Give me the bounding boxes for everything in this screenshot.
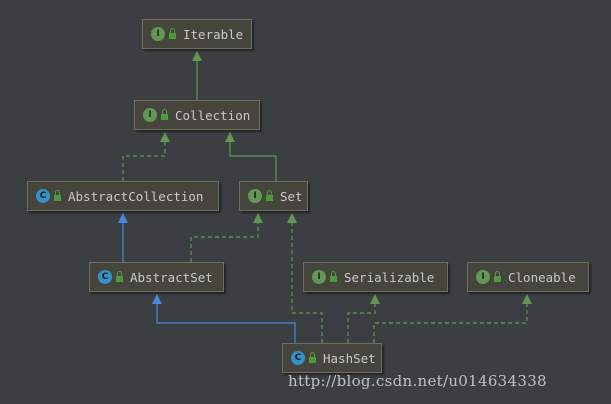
watermark: http://blog.csdn.net/u014634338 xyxy=(288,372,547,390)
interface-icon: I xyxy=(476,270,490,284)
arrowhead xyxy=(522,294,532,304)
interface-icon: I xyxy=(143,108,157,122)
interface-icon: I xyxy=(248,189,262,203)
public-lock-icon xyxy=(330,271,337,282)
edge-hash-set-to-cloneable xyxy=(373,294,532,343)
node-serializable[interactable]: I Serializable xyxy=(303,262,448,292)
public-lock-icon xyxy=(116,271,123,282)
public-lock-icon xyxy=(161,109,168,120)
node-iterable[interactable]: I Iterable xyxy=(142,19,252,49)
public-lock-icon xyxy=(494,271,501,282)
edge-hash-set-to-set xyxy=(287,213,323,343)
node-cloneable[interactable]: I Cloneable xyxy=(467,262,589,292)
arrowhead xyxy=(370,294,380,304)
public-lock-icon xyxy=(169,28,176,39)
node-label: Serializable xyxy=(344,269,435,285)
edge-abstract-set-to-abstract-collection xyxy=(118,213,128,262)
public-lock-icon xyxy=(266,190,273,201)
arrowhead xyxy=(253,213,263,223)
arrowhead xyxy=(192,51,202,61)
edge-hash-set-to-serializable xyxy=(347,294,380,343)
node-label: HashSet xyxy=(323,350,376,366)
node-abstract-set[interactable]: C AbstractSet xyxy=(89,262,224,292)
arrowhead xyxy=(225,132,235,142)
edge-set-to-collection xyxy=(225,132,277,181)
edge-collection-to-iterable xyxy=(192,51,202,100)
public-lock-icon xyxy=(309,352,316,363)
arrowhead xyxy=(118,213,128,223)
arrowhead xyxy=(152,294,162,304)
interface-icon: I xyxy=(151,27,165,41)
arrowhead xyxy=(160,132,170,142)
node-collection[interactable]: I Collection xyxy=(134,100,260,130)
public-lock-icon xyxy=(54,190,61,201)
interface-icon: I xyxy=(312,270,326,284)
node-abstract-collection[interactable]: C AbstractCollection xyxy=(27,181,219,211)
class-icon: C xyxy=(98,270,112,284)
node-label: AbstractCollection xyxy=(68,188,204,204)
node-label: Set xyxy=(280,188,303,204)
arrowhead xyxy=(287,213,297,223)
node-label: Collection xyxy=(175,107,251,123)
node-hash-set[interactable]: C HashSet xyxy=(282,343,382,373)
node-label: AbstractSet xyxy=(130,269,213,285)
edge-abstract-set-to-set xyxy=(190,213,263,262)
edge-hash-set-to-abstract-set xyxy=(152,294,296,343)
edge-abstract-collection-to-collection xyxy=(122,132,170,181)
class-icon: C xyxy=(291,351,305,365)
node-set[interactable]: I Set xyxy=(239,181,308,211)
node-label: Iterable xyxy=(183,26,244,42)
class-icon: C xyxy=(36,189,50,203)
node-label: Cloneable xyxy=(508,269,576,285)
